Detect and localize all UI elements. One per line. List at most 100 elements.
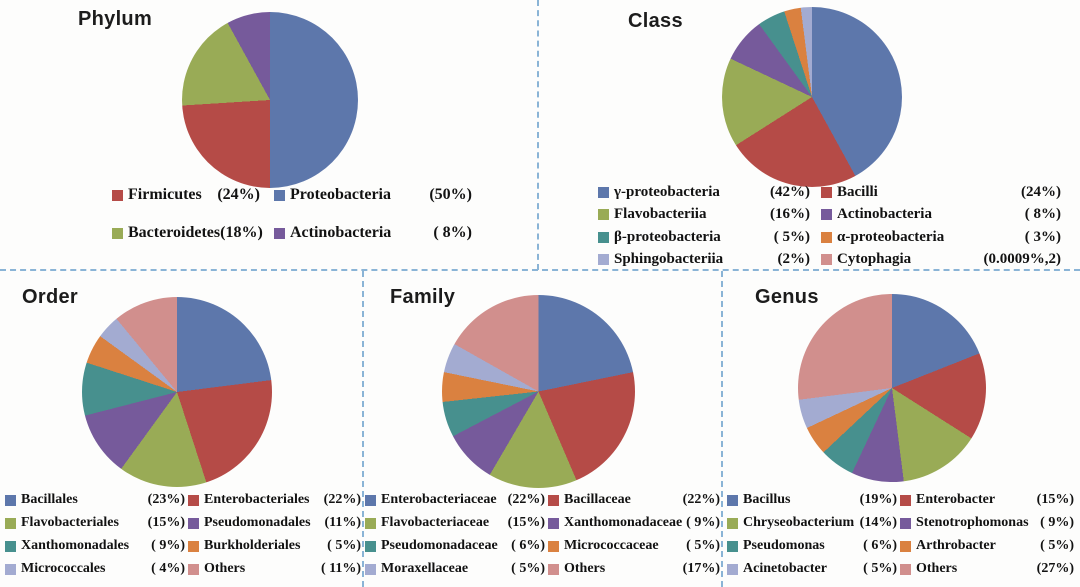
legend-item: Chryseobacterium(14%) <box>727 515 897 531</box>
legend-label: Chryseobacterium <box>743 515 855 531</box>
legend-color-swatch-icon <box>548 494 559 506</box>
legend-item: Flavobacteriia (16%) <box>598 206 810 223</box>
legend-label: Bacteroidetes <box>128 224 221 242</box>
legend-item: γ-proteobacteria(42%) <box>598 184 810 201</box>
legend-color-swatch-icon <box>548 517 559 529</box>
divider-family-genus <box>721 271 723 587</box>
legend-label: γ-proteobacteria <box>614 184 720 200</box>
legend-percent: (16%) <box>770 206 810 223</box>
legend-percent: (24%) <box>1021 184 1061 200</box>
class-legend: γ-proteobacteria(42%)Bacilli(24%)Flavoba… <box>598 184 1061 268</box>
family-pie-chart <box>442 295 635 488</box>
legend-color-swatch-icon <box>274 228 285 240</box>
legend-percent: ( 5%) <box>511 561 545 577</box>
legend-color-swatch-icon <box>365 563 376 575</box>
legend-item: Acinetobacter( 5%) <box>727 561 897 577</box>
legend-label: Pseudomonadaceae <box>381 538 498 554</box>
legend-color-swatch-icon <box>548 540 559 552</box>
legend-color-swatch-icon <box>821 231 832 243</box>
legend-color-swatch-icon <box>188 494 199 506</box>
legend-label: Xanthomonadaceae <box>564 515 683 531</box>
legend-label: α-proteobacteria <box>837 228 945 245</box>
legend-color-swatch-icon <box>821 209 832 221</box>
legend-percent: ( 4%) <box>151 561 185 577</box>
legend-color-swatch-icon <box>365 494 376 506</box>
legend-color-swatch-icon <box>598 187 609 199</box>
legend-color-swatch-icon <box>365 517 376 529</box>
legend-color-swatch-icon <box>5 494 16 506</box>
legend-item: Firmicutes(24%) <box>112 186 260 204</box>
legend-color-swatch-icon <box>900 563 911 575</box>
legend-percent: (15%) <box>507 515 545 531</box>
legend-item: Proteobacteria(50%) <box>274 186 472 204</box>
panel-title-genus: Genus <box>755 286 819 308</box>
legend-item: Arthrobacter( 5%) <box>900 538 1074 554</box>
legend-percent: ( 9%) <box>1040 515 1074 531</box>
legend-color-swatch-icon <box>727 540 738 552</box>
legend-label: Actinobacteria <box>837 206 932 223</box>
legend-item: Enterobacteriaceae(22%) <box>365 492 545 508</box>
legend-percent: (0.0009%,2) <box>983 250 1062 267</box>
legend-color-swatch-icon <box>727 494 738 506</box>
legend-color-swatch-icon <box>112 228 123 240</box>
legend-percent: ( 6%) <box>863 538 897 554</box>
legend-item: Pseudomonadales(11%) <box>188 515 361 531</box>
legend-percent: ( 9%) <box>686 515 720 531</box>
legend-label: Actinobacteria <box>290 224 392 242</box>
legend-color-swatch-icon <box>365 540 376 552</box>
legend-label: Cytophagia <box>837 250 912 267</box>
legend-label: Pseudomonas <box>743 538 825 554</box>
legend-label: Others <box>564 561 606 577</box>
legend-percent: (14%) <box>859 515 897 531</box>
legend-label: Flavobacteriales <box>21 515 119 531</box>
genus-pie-chart <box>798 294 986 482</box>
legend-label: Acinetobacter <box>743 561 827 577</box>
legend-color-swatch-icon <box>112 189 123 201</box>
legend-color-swatch-icon <box>188 517 199 529</box>
legend-label: Flavobacteriia <box>614 206 707 223</box>
panel-title-class: Class <box>628 10 683 32</box>
legend-percent: ( 5%) <box>1040 538 1074 554</box>
legend-percent: (22%) <box>507 492 545 507</box>
phylum-legend: Firmicutes(24%) Proteobacteria(50%) Bacter… <box>112 186 472 243</box>
order-pie-chart <box>82 297 272 487</box>
panel-title-family: Family <box>390 286 456 308</box>
legend-item: Others(17%) <box>548 561 720 577</box>
legend-item: Enterobacter(15%) <box>900 492 1074 508</box>
legend-percent: (11%) <box>324 515 361 531</box>
legend-item: Sphingobacteriia(2%) <box>598 251 810 268</box>
legend-item: Others( 11%) <box>188 561 361 577</box>
legend-item: Bacillaceae(22%) <box>548 492 720 508</box>
legend-percent: ( 9%) <box>151 538 185 554</box>
legend-label: Others <box>204 561 246 577</box>
legend-percent: ( 5%) <box>327 538 361 554</box>
legend-percent: (22%) <box>323 492 361 507</box>
legend-item: Bacteroidetes(18%) <box>112 224 263 242</box>
legend-label: Micrococcales <box>21 561 106 577</box>
legend-percent: ( 5%) <box>686 538 720 554</box>
legend-color-swatch-icon <box>821 187 832 199</box>
legend-percent: ( 8%) <box>433 224 472 242</box>
legend-color-swatch-icon <box>5 540 16 552</box>
legend-item: Pseudomonadaceae( 6%) <box>365 538 545 554</box>
legend-label: β-proteobacteria <box>614 228 721 245</box>
legend-item: Others(27%) <box>900 561 1074 577</box>
legend-percent: ( 3%) <box>1024 228 1061 245</box>
legend-percent: (23%) <box>147 492 185 507</box>
legend-item: Xanthomonadaceae( 9%) <box>548 515 720 531</box>
legend-color-swatch-icon <box>900 494 911 506</box>
legend-item: Enterobacteriales (22%) <box>188 492 361 508</box>
class-pie-chart <box>722 7 902 187</box>
legend-color-swatch-icon <box>727 517 738 529</box>
legend-percent: (2%) <box>777 250 811 267</box>
legend-color-swatch-icon <box>821 253 832 265</box>
legend-item: α-proteobacteria ( 3%) <box>821 229 1061 246</box>
legend-color-swatch-icon <box>598 209 609 221</box>
legend-label: Enterobacteriales <box>204 492 310 507</box>
legend-color-swatch-icon <box>274 189 285 201</box>
divider-top-bottom <box>0 269 1080 271</box>
legend-percent: (27%) <box>1036 561 1074 577</box>
legend-color-swatch-icon <box>5 563 16 575</box>
legend-item: Moraxellaceae( 5%) <box>365 561 545 577</box>
